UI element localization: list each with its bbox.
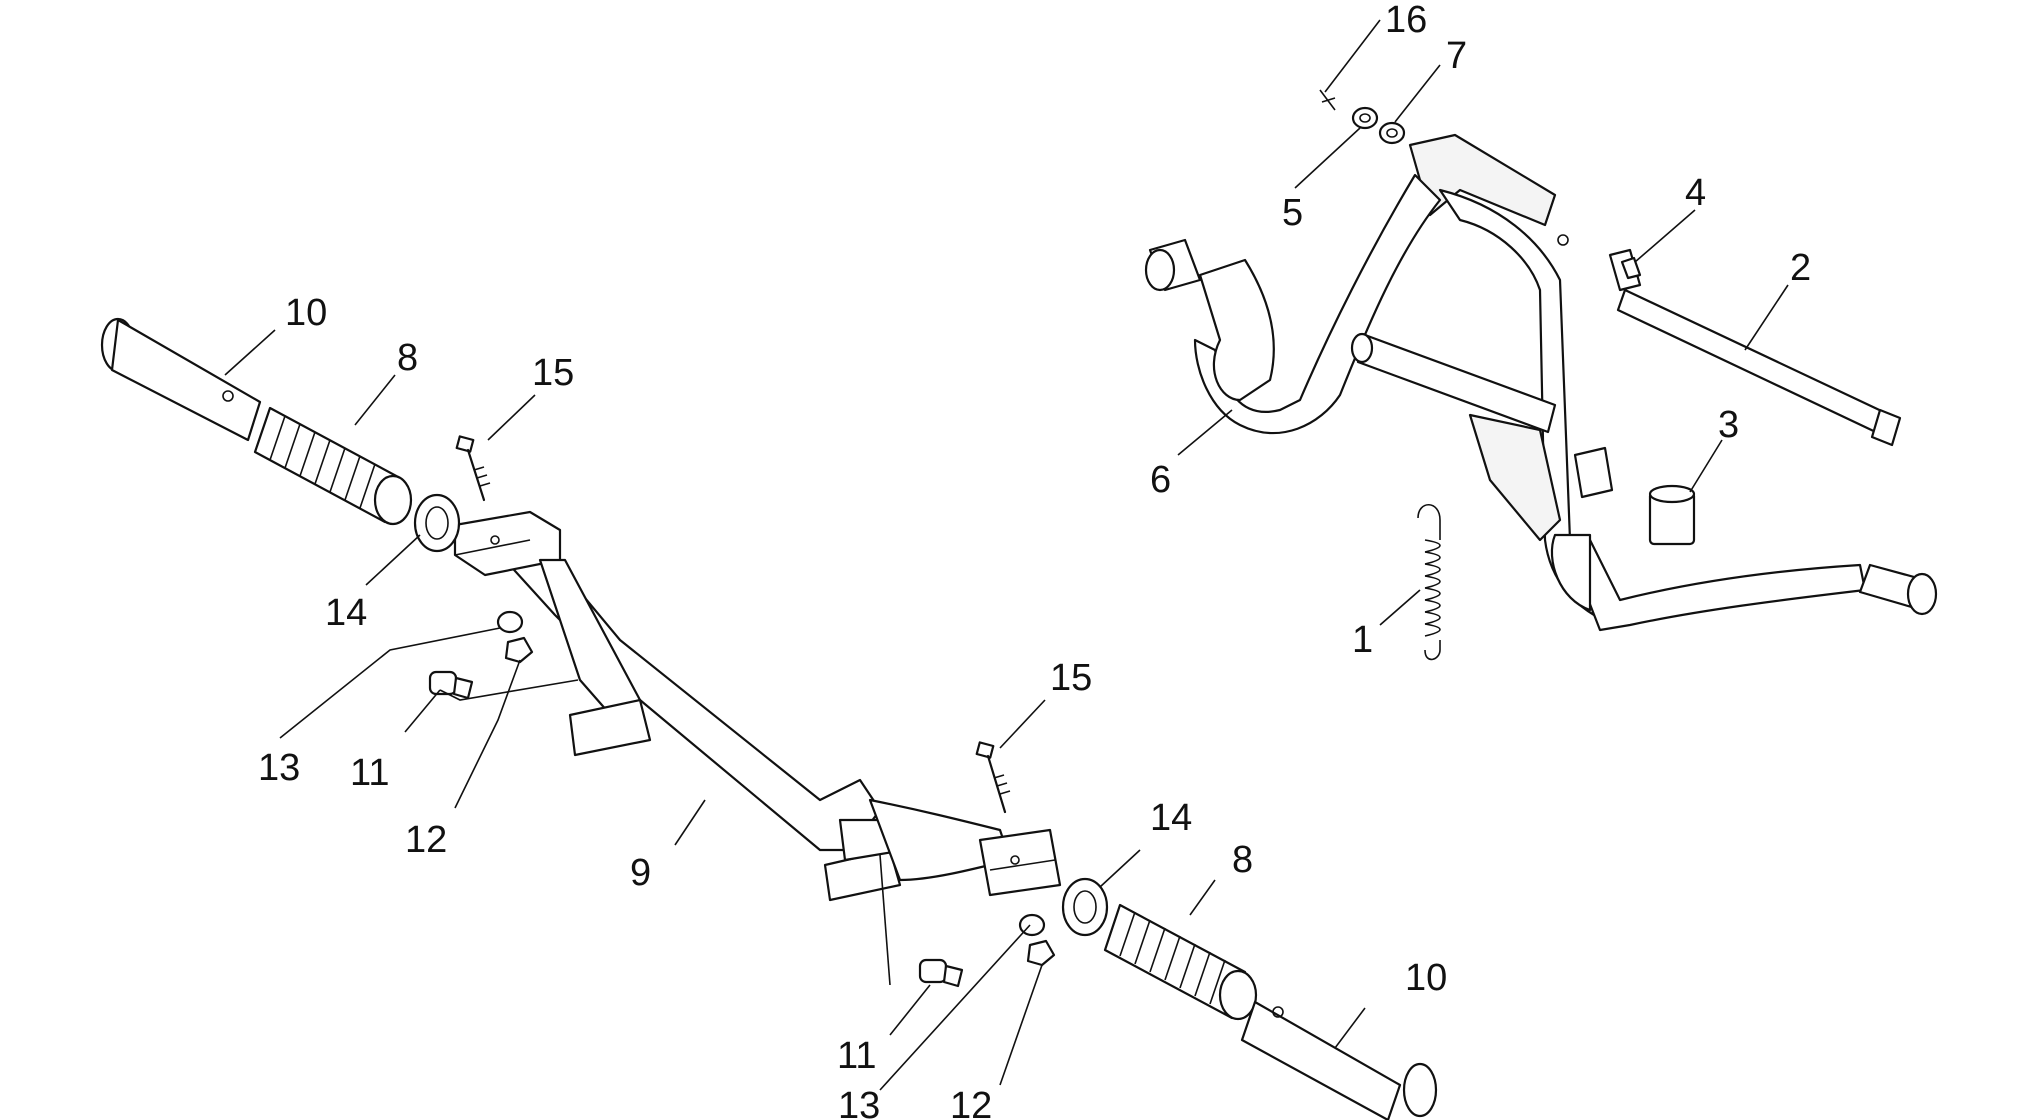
callout-16: 16 <box>1385 0 1427 41</box>
callout-9: 9 <box>630 852 651 894</box>
callout-8-left: 8 <box>397 337 418 379</box>
callout-2: 2 <box>1790 247 1811 289</box>
callout-11-left: 11 <box>350 752 389 794</box>
callout-15-left: 15 <box>532 352 574 394</box>
callout-1: 1 <box>1352 619 1373 661</box>
left-footrest-pin <box>100 317 262 442</box>
callout-6: 6 <box>1150 459 1171 501</box>
callout-13-right: 13 <box>838 1085 880 1120</box>
stand-clip <box>1608 248 1642 292</box>
callout-7: 7 <box>1446 35 1467 77</box>
stand-stopper <box>1648 484 1696 546</box>
center-stand <box>1144 133 1938 632</box>
right-footrest-pin <box>1240 1000 1438 1120</box>
callout-15-right: 15 <box>1050 657 1092 699</box>
stand-spring <box>1417 503 1441 661</box>
callout-3: 3 <box>1718 404 1739 446</box>
callout-11-right: 11 <box>837 1035 876 1077</box>
footrest-bar <box>453 510 1062 902</box>
left-bolt <box>455 435 491 502</box>
callout-12-left: 12 <box>405 819 447 861</box>
left-washer <box>413 493 461 553</box>
callout-13-left: 13 <box>258 747 300 789</box>
right-nut <box>1026 939 1056 967</box>
left-washer-small <box>496 610 524 634</box>
stand-spindle <box>1616 288 1902 447</box>
left-nut <box>504 636 534 664</box>
callout-labels: 10 8 15 14 13 11 12 9 15 14 8 10 11 13 1… <box>258 0 1811 1120</box>
callout-10-right: 10 <box>1405 957 1447 999</box>
callout-8-right: 8 <box>1232 839 1253 881</box>
stand-washer-5 <box>1351 106 1379 130</box>
right-footrest-rubber <box>1103 903 1258 1021</box>
right-bolt <box>975 741 1011 814</box>
callout-14-left: 14 <box>325 592 367 634</box>
stand-split-pin <box>1319 89 1336 111</box>
left-footrest-rubber <box>253 406 413 526</box>
callout-10-left: 10 <box>285 292 327 334</box>
callout-5: 5 <box>1282 192 1303 234</box>
leader-lines <box>224 19 1789 1091</box>
callout-4: 4 <box>1685 172 1706 214</box>
right-screw <box>918 958 964 988</box>
callout-12-right: 12 <box>950 1085 992 1120</box>
stand-washer-7 <box>1378 121 1406 145</box>
right-washer <box>1061 877 1109 937</box>
callout-14-right: 14 <box>1150 797 1192 839</box>
left-screw <box>428 670 474 700</box>
